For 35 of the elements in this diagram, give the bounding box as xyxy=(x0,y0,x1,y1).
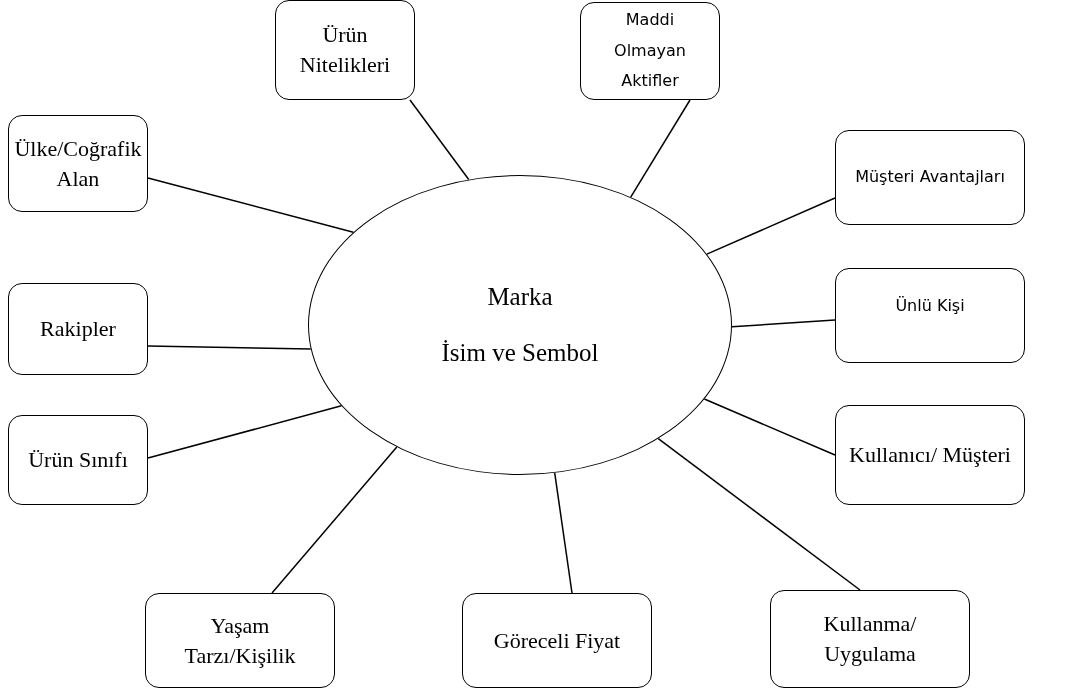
connector-line xyxy=(147,345,312,350)
attribute-box xyxy=(580,2,720,100)
connector-line xyxy=(553,472,573,594)
node-text: Ürün Sınıfı xyxy=(28,446,128,475)
node-text: Göreceli Fiyat xyxy=(493,626,621,655)
attribute-box xyxy=(8,115,148,212)
node-text: Rakipler xyxy=(40,315,116,344)
node-text: İsim ve Sembol xyxy=(441,338,599,368)
connector-line xyxy=(706,197,836,255)
attribute-box xyxy=(835,130,1025,225)
node-text: Marka xyxy=(487,282,553,313)
connector-line xyxy=(630,99,691,198)
attribute-box xyxy=(835,405,1025,505)
attribute-box xyxy=(8,283,148,375)
node-text: Müşteri Avantajları xyxy=(855,166,1005,189)
connector-line xyxy=(147,177,355,234)
connector-line xyxy=(657,437,861,591)
connector-line xyxy=(731,319,836,328)
node-text: Ülke/Coğrafik Alan xyxy=(14,134,142,193)
attribute-box xyxy=(835,268,1025,363)
node-text: Kullanıcı/ Müşteri xyxy=(849,441,1011,470)
node-text: Ünlü Kişi xyxy=(895,295,965,317)
node-text: Maddi Olmayan Aktifler xyxy=(613,9,687,93)
attribute-box xyxy=(462,593,652,688)
node-text: Yaşam Tarzı/Kişilik xyxy=(183,611,297,670)
connector-line xyxy=(271,446,398,594)
attribute-box xyxy=(770,590,970,688)
attribute-box xyxy=(275,0,415,100)
attribute-box xyxy=(8,415,148,505)
connector-line xyxy=(409,99,470,181)
connector-line xyxy=(147,405,343,459)
attribute-box xyxy=(145,593,335,688)
node-text: Kullanma/ Uygulama xyxy=(822,610,918,668)
node-text: Ürün Nitelikleri xyxy=(298,21,392,79)
connector-line xyxy=(703,398,836,456)
